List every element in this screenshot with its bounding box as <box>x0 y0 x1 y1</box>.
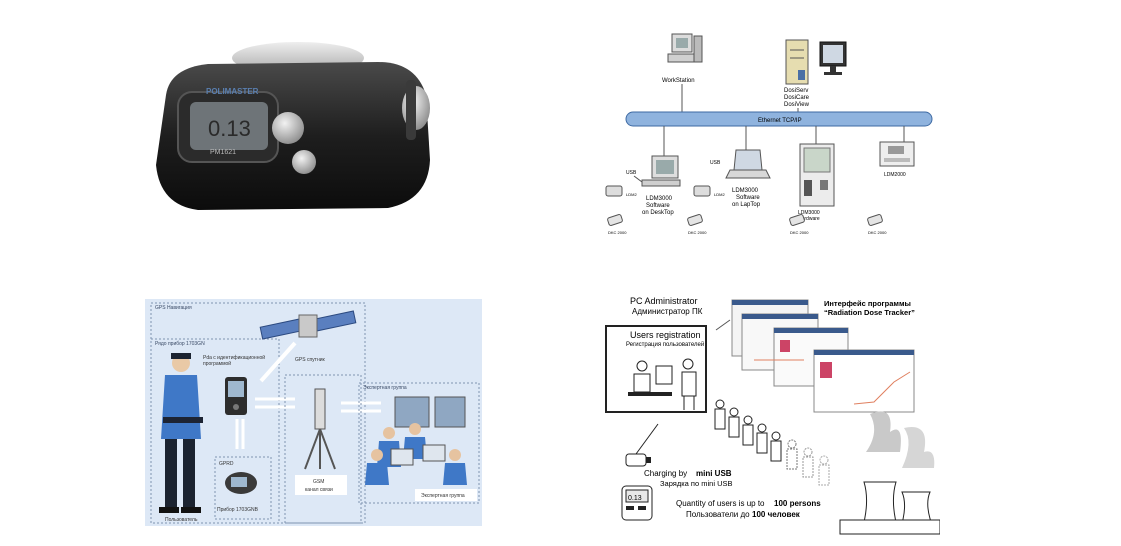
gsm-tower-icon <box>304 388 336 470</box>
laptop-label-3: on LapTop <box>732 202 761 208</box>
network-diagram-panel: WorkStation DosiServ DosiCare DosiView E… <box>598 30 938 240</box>
reader-icon-2 <box>693 185 711 197</box>
main-button <box>272 112 304 144</box>
brand-label: POLIMASTER <box>206 87 259 96</box>
dosimeter-screen-reading: 0.13 <box>628 495 642 502</box>
laptop-usb-label: USB <box>710 160 721 166</box>
pda-label-1: Pda с идентификационной <box>203 354 265 361</box>
dkc-label-1: DKC 2000 <box>608 230 627 235</box>
workstation-icon <box>667 33 703 63</box>
expert-zone-label: Экспертная группа <box>363 385 407 391</box>
dosicare-label: DosiCare <box>784 95 810 101</box>
dkc-icon-3 <box>789 214 805 226</box>
expert-label: Экспертная группа <box>421 493 465 499</box>
officer-zone-label: Рядо прибор 1703GN <box>155 341 205 347</box>
usb-charger-icon <box>625 423 659 467</box>
instrument-label: Прибор 1703GNB <box>217 507 259 513</box>
dkc-icon-2 <box>687 214 703 226</box>
dosiserv-label: DosiServ <box>784 88 808 94</box>
quantity-label-bold: 100 persons <box>774 499 821 508</box>
ethernet-bus <box>625 111 933 127</box>
desktop-computer-icon <box>641 155 681 187</box>
quantity-label-prefix: Quantity of users is up to <box>676 499 765 508</box>
registration-scene <box>628 358 697 410</box>
dkc-label-3: DKC 2000 <box>790 230 809 235</box>
software-screenshots <box>731 299 915 413</box>
bus-label: Ethernet TCP/IP <box>758 118 802 124</box>
gsm-label-2: канал связи <box>305 487 333 493</box>
quantity-ru-bold: 100 человек <box>752 510 801 519</box>
quantity-ru-prefix: Пользователи до <box>686 510 750 519</box>
hardware-label-1: LDM3000 <box>798 210 820 216</box>
admin-label-ru: Администратор ПК <box>632 307 703 316</box>
ldm3000-hardware-icon <box>799 143 835 207</box>
ldm2000-label: LDM2000 <box>884 172 906 178</box>
reader-label: LDM2 <box>626 192 637 197</box>
desktop-label-1: LDM3000 <box>646 196 673 202</box>
charging-label-bold: mini USB <box>696 469 732 478</box>
reg-label-ru: Регистрация пользователей <box>626 341 704 348</box>
expert-group-illustration <box>365 396 467 485</box>
pda-label-2: программой <box>203 360 231 367</box>
usb-label: USB <box>626 170 637 176</box>
admin-label-en: PC Administrator <box>630 296 698 306</box>
satellite-icon <box>259 310 357 340</box>
gprd-label: GPRD <box>219 461 234 467</box>
lcd-reading: 0.13 <box>208 116 251 141</box>
officer-figure <box>159 353 203 513</box>
desktop-label-2: Software <box>646 203 670 209</box>
ldm2000-icon <box>879 141 915 167</box>
monitor-icon <box>819 41 847 75</box>
dose-tracker-panel: PC Administrator Администратор ПК Интерф… <box>604 292 940 536</box>
desktop-label-3: on DeskTop <box>642 210 674 216</box>
charging-label-prefix: Charging by <box>644 469 687 478</box>
satellite-label: GPS спутник <box>295 357 326 363</box>
charging-label-ru: Зарядка по mini USB <box>660 479 733 488</box>
reg-label-en: Users registration <box>630 330 701 340</box>
dkc-label-2: DKC 2000 <box>688 230 707 235</box>
power-plant-illustration <box>839 411 940 535</box>
model-label: PM1621 <box>210 149 236 156</box>
dkc-label-4: DKC 2000 <box>868 230 887 235</box>
reader-label-2: LDM2 <box>714 192 725 197</box>
users-queue <box>714 399 830 486</box>
user-label: Пользователь <box>165 517 198 523</box>
laptop-label-1: LDM3000 <box>732 188 759 194</box>
laptop-label-2: Software <box>736 195 760 201</box>
second-button <box>292 150 316 174</box>
dosiview-label: DosiView <box>784 102 810 108</box>
dkc-icon-4 <box>867 214 883 226</box>
interface-label-2: “Radiation Dose Tracker” <box>824 308 915 317</box>
lcd-display <box>190 102 268 150</box>
gsm-label-1: GSM <box>313 479 324 485</box>
gps-zone-label: GPS Навигация <box>155 305 192 311</box>
reader-icon <box>605 185 623 197</box>
hardware-label-2: Hardware <box>798 216 820 222</box>
dosimeter-icon: 0.13 <box>621 485 653 521</box>
dosimeter-photo-panel: POLIMASTER 0.13 PM1621 <box>148 40 440 218</box>
dkc-icon-1 <box>607 214 623 226</box>
laptop-icon <box>725 149 771 179</box>
interface-label-1: Интерфейс программы <box>824 299 911 308</box>
gps-diagram-panel: GPS Навигация Рядо прибор 1703GN Пользов… <box>145 299 482 526</box>
gprd-device-icon <box>225 472 257 494</box>
pda-icon <box>225 377 247 415</box>
registration-frame <box>605 325 707 413</box>
workstation-label: WorkStation <box>662 78 695 84</box>
server-icon <box>785 39 809 85</box>
